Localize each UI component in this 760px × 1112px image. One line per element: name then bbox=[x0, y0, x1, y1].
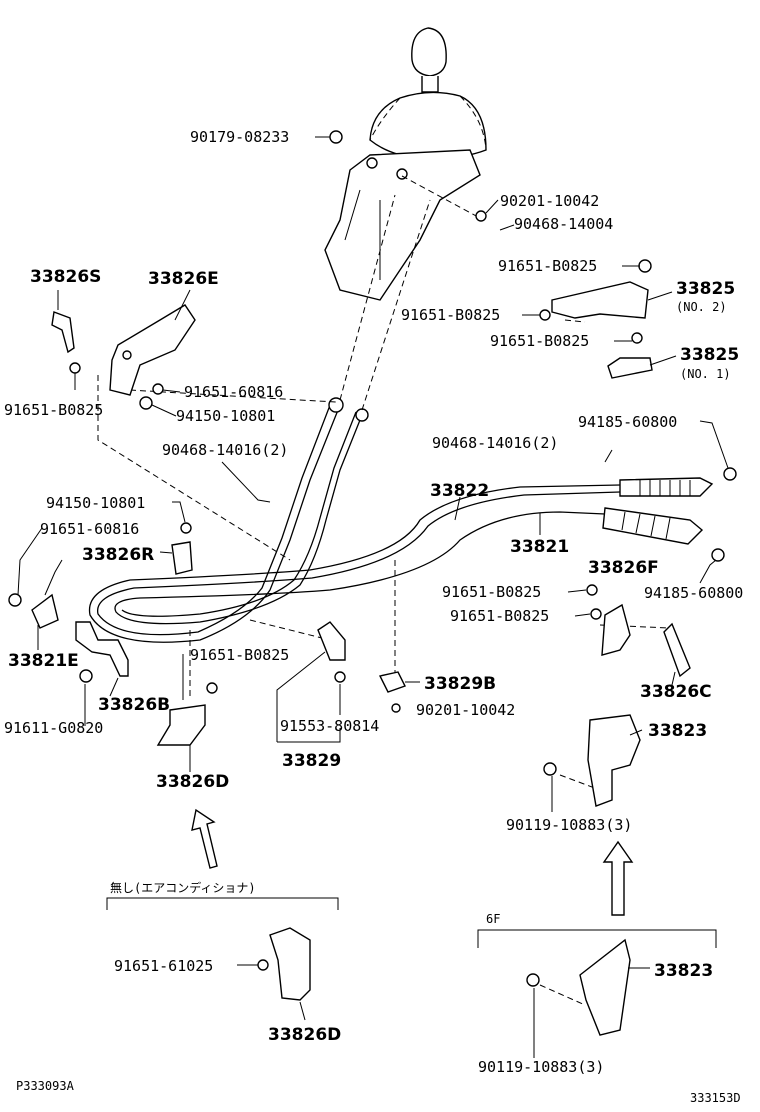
label-91651-B0825: 91651-B0825 bbox=[190, 646, 289, 664]
label-33826E: 33826E bbox=[148, 269, 219, 289]
bracket-33826C bbox=[663, 622, 691, 678]
bracket-33826B bbox=[75, 621, 129, 677]
clip-33829B bbox=[378, 671, 406, 693]
label-33829B: 33829B bbox=[424, 674, 496, 694]
label-33821: 33821 bbox=[510, 537, 569, 557]
bracket-33826F bbox=[601, 603, 631, 656]
label-33826R: 33826R bbox=[82, 545, 154, 565]
label-91651-B0825: 91651-B0825 bbox=[4, 401, 103, 419]
label-91611-G0820: 91611-G0820 bbox=[4, 719, 103, 737]
label-33823: 33823 bbox=[648, 721, 707, 741]
bracket-33826R bbox=[171, 541, 193, 575]
label-33826F: 33826F bbox=[588, 558, 659, 578]
bracket-33825-no1 bbox=[607, 357, 653, 379]
label-no2: (NO. 2) bbox=[676, 300, 727, 314]
label-no1: (NO. 1) bbox=[680, 367, 731, 381]
label-leaders bbox=[17, 136, 729, 1058]
label-90119-10883: 90119-10883(3) bbox=[478, 1058, 604, 1076]
label-33825: 33825 bbox=[680, 345, 739, 365]
label-94185-60800: 94185-60800 bbox=[578, 413, 677, 431]
label-91651-B0825: 91651-B0825 bbox=[442, 583, 541, 601]
bracket-33826S bbox=[51, 311, 75, 354]
label-90201-10042: 90201-10042 bbox=[500, 192, 599, 210]
label-33826C: 33826C bbox=[640, 682, 712, 702]
note-no-air-conditioner: 無し(エアコンディショナ) bbox=[110, 880, 256, 895]
label-33826S: 33826S bbox=[30, 267, 101, 287]
bracket-33826E bbox=[109, 304, 196, 396]
label-91553-80814: 91553-80814 bbox=[280, 717, 379, 735]
label-33826B: 33826B bbox=[98, 695, 170, 715]
label-91651-B0825: 91651-B0825 bbox=[450, 607, 549, 625]
label-33821E: 33821E bbox=[8, 651, 79, 671]
arrow-up-left bbox=[191, 808, 218, 869]
label-33826D: 33826D bbox=[156, 772, 229, 792]
label-94185-60800: 94185-60800 bbox=[644, 584, 743, 602]
bracket-33825-no2 bbox=[551, 281, 649, 319]
label-91651-B0825: 91651-B0825 bbox=[498, 257, 597, 275]
label-90468-14016: 90468-14016(2) bbox=[162, 441, 288, 459]
bracket-33823-a bbox=[587, 714, 641, 807]
label-90468-14004: 90468-14004 bbox=[514, 215, 613, 233]
label-90201-10042: 90201-10042 bbox=[416, 701, 515, 719]
label-94150-10801: 94150-10801 bbox=[46, 494, 145, 512]
fasteners bbox=[8, 130, 652, 987]
bracket-33826D-lower bbox=[269, 927, 311, 1001]
label-91651-61025: 91651-61025 bbox=[114, 957, 213, 975]
label-91651-60816: 91651-60816 bbox=[40, 520, 139, 538]
part-labels: 90179-08233 90201-10042 90468-14004 9165… bbox=[4, 128, 743, 1105]
reference-code-right: 333153D bbox=[690, 1091, 741, 1105]
label-91651-B0825: 91651-B0825 bbox=[401, 306, 500, 324]
note-6f: 6F bbox=[486, 912, 500, 926]
label-33829: 33829 bbox=[282, 751, 341, 771]
label-90179-08233: 90179-08233 bbox=[190, 128, 289, 146]
cable-assembly bbox=[88, 397, 737, 643]
label-94150-10801: 94150-10801 bbox=[176, 407, 275, 425]
label-90468-14016: 90468-14016(2) bbox=[432, 434, 558, 452]
label-33822: 33822 bbox=[430, 481, 489, 501]
bracket-33821E bbox=[31, 559, 63, 629]
bracket-33823-b bbox=[579, 938, 631, 1036]
label-91651-B0825: 91651-B0825 bbox=[490, 332, 589, 350]
clip-33829 bbox=[317, 621, 346, 661]
label-90119-10883: 90119-10883(3) bbox=[506, 816, 632, 834]
shift-lever-assembly bbox=[324, 27, 487, 301]
label-91651-60816: 91651-60816 bbox=[184, 383, 283, 401]
label-33825: 33825 bbox=[676, 279, 735, 299]
label-33823: 33823 bbox=[654, 961, 713, 981]
arrow-up-right bbox=[602, 840, 634, 916]
label-33826D: 33826D bbox=[268, 1025, 341, 1045]
reference-code-left: P333093A bbox=[16, 1079, 75, 1093]
